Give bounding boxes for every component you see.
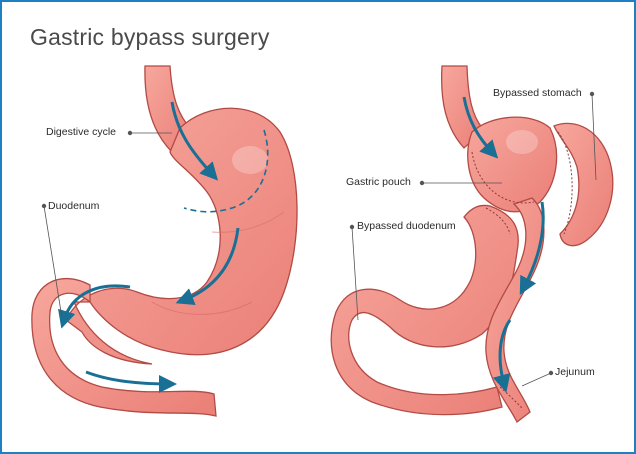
label-bypassed-stomach: Bypassed stomach	[493, 87, 582, 99]
label-digestive-cycle: Digestive cycle	[46, 126, 116, 138]
bypassed-stomach-shape	[554, 123, 613, 245]
label-duodenum: Duodenum	[48, 200, 99, 212]
label-bypassed-duodenum: Bypassed duodenum	[357, 220, 456, 232]
normal-stomach	[32, 66, 297, 416]
remnant-and-duodenum	[331, 205, 518, 414]
flow-arrow-4	[86, 372, 168, 384]
gastric-pouch-shape	[468, 117, 557, 212]
label-jejunum: Jejunum	[555, 366, 595, 378]
label-gastric-pouch: Gastric pouch	[346, 176, 411, 188]
stomach-body-left	[66, 108, 297, 364]
